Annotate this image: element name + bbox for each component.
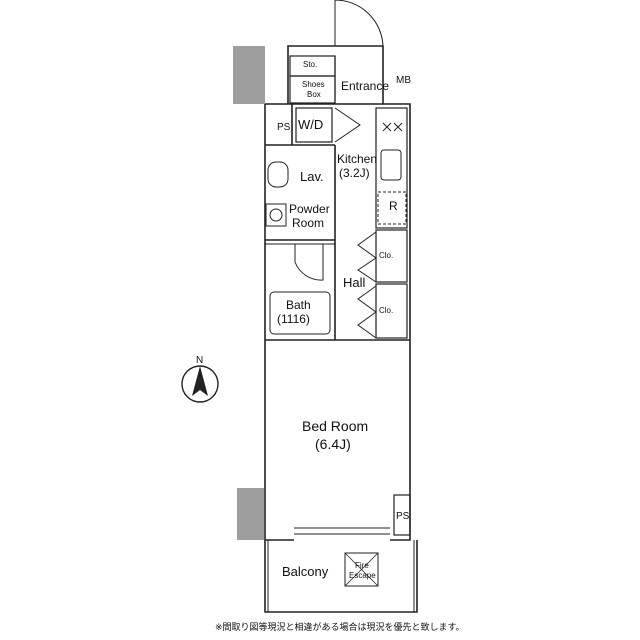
fire-escape-label-line2: Escape [349, 571, 376, 580]
fire-escape-label-line1: Fire [355, 561, 369, 570]
refrigerator-label: R [389, 199, 398, 213]
compass-north-label: N [196, 355, 204, 366]
stove-icon [382, 122, 403, 132]
kitchen-size-label: (3.2J) [339, 166, 370, 180]
bath-size-label: (1116) [277, 312, 310, 326]
closet-doors-lower [357, 285, 377, 339]
shoes-box-label-line2: Box [307, 90, 321, 99]
mb-label: MB [396, 75, 411, 86]
wd-label: W/D [298, 117, 324, 132]
kitchen-label: Kitchen [337, 152, 378, 166]
hall-label: Hall [343, 275, 366, 290]
column-bottom-left [237, 488, 264, 540]
washbasin [265, 203, 287, 227]
closet-lower-label: Clo. [379, 306, 394, 315]
ps-top-label: PS [277, 122, 291, 133]
column-top-left [233, 46, 265, 104]
bath-label: Bath [286, 298, 311, 312]
balcony-outline [264, 540, 418, 613]
fire-escape-box [344, 552, 379, 587]
lav-label: Lav. [300, 169, 324, 184]
wd-door [334, 107, 361, 143]
north-compass-icon [181, 365, 219, 403]
bed-room-size-label: (6.4J) [315, 436, 351, 452]
bath-door [294, 244, 324, 281]
powder-room-label-line1: Powder [289, 202, 330, 216]
shoes-box-label-line1: Shoes [302, 80, 325, 89]
bathtub [269, 291, 331, 335]
ps-bottom-label: PS [396, 511, 410, 522]
powder-room-label-line2: Room [292, 216, 325, 230]
kitchen-counter [375, 107, 408, 229]
toilet [267, 161, 289, 188]
footnote: ※間取り図等現況と相違がある場合は現況を優先と致します。 [215, 623, 465, 633]
outer-wall [264, 45, 411, 541]
closet-upper [375, 229, 408, 283]
closet-doors-upper [357, 231, 377, 283]
wd-box [295, 107, 333, 143]
ps-bottom-box [393, 494, 411, 536]
bed-room-label: Bed Room [302, 418, 369, 434]
kitchen-sink [380, 149, 402, 181]
closet-lower [375, 283, 408, 339]
entrance-door [334, 0, 384, 47]
entrance-label: Entrance [341, 79, 390, 93]
sto-label: Sto. [303, 60, 318, 69]
closet-upper-label: Clo. [379, 251, 394, 260]
balcony-label: Balcony [282, 564, 329, 579]
